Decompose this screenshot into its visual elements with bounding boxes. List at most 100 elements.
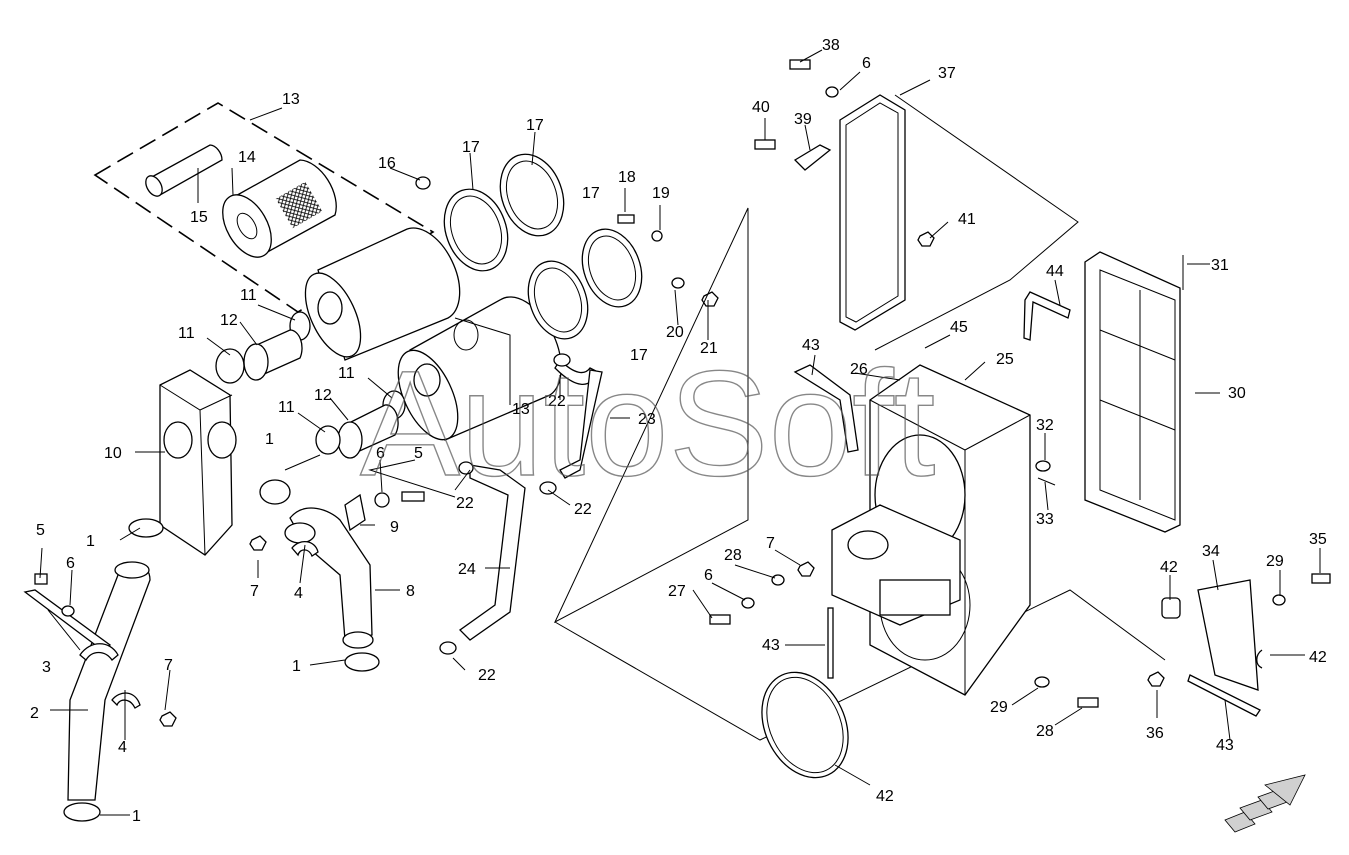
callout-30: 30 (1228, 385, 1246, 402)
bolt-5 (34, 573, 48, 585)
cover-34 (1197, 579, 1259, 691)
inner-filter-tube (145, 144, 223, 197)
watermark: AutoSoft (360, 339, 935, 507)
air-cleaner-housing-lower (397, 296, 562, 441)
bolt-5b (401, 491, 425, 502)
bolt-38 (789, 59, 811, 70)
callout-6: 6 (704, 567, 713, 584)
grommet-42 (1161, 597, 1181, 619)
callout-28: 28 (724, 547, 742, 564)
screen-frame-30 (1084, 251, 1184, 533)
callout-39: 39 (794, 111, 812, 128)
callout-38: 38 (822, 37, 840, 54)
callout-6: 6 (376, 445, 385, 462)
tube-43 (793, 364, 859, 453)
callout-37: 37 (938, 65, 956, 82)
callout-12: 12 (220, 312, 238, 329)
callout-25: 25 (996, 351, 1014, 368)
callout-21: 21 (700, 340, 718, 357)
nut-7b (249, 535, 267, 551)
callout-11: 11 (240, 287, 257, 304)
callout-7: 7 (164, 657, 173, 674)
callout-6: 6 (66, 555, 75, 572)
callout-43: 43 (1216, 737, 1234, 754)
bolt-27 (709, 614, 731, 625)
direction-arrow-icon (1224, 774, 1306, 833)
nut-7 (159, 711, 177, 727)
callout-5: 5 (36, 522, 45, 539)
callout-19: 19 (652, 185, 670, 202)
bolt-18 (617, 214, 635, 224)
bracket-9 (344, 493, 366, 532)
callout-12: 12 (314, 387, 332, 404)
callout-29: 29 (990, 699, 1008, 716)
callout-17: 17 (630, 347, 648, 364)
bracket-3 (23, 573, 177, 727)
washer-19 (651, 230, 663, 242)
callout-27: 27 (668, 583, 686, 600)
fan-shroud-25 (831, 364, 1031, 696)
washer-6d (741, 597, 755, 609)
bolt-28b (1077, 697, 1099, 708)
callout-17: 17 (582, 185, 600, 202)
callout-45: 45 (950, 319, 968, 336)
strip-43b (827, 607, 834, 679)
bolt-35 (1311, 573, 1331, 584)
hose-connectors (215, 311, 406, 459)
assembly-outline-bottom (554, 589, 1166, 741)
callout-11: 11 (338, 365, 355, 382)
callout-1: 1 (132, 808, 141, 825)
callout-labels: 13 14 15 16 17 17 17 17 18 19 20 21 11 1… (30, 37, 1327, 825)
washer-6b (374, 492, 390, 508)
nut-36 (1147, 671, 1165, 687)
callout-22: 22 (478, 667, 496, 684)
intake-housing-10 (159, 369, 291, 556)
nut-41 (917, 231, 935, 247)
callout-42: 42 (1160, 559, 1178, 576)
callout-1: 1 (86, 533, 95, 550)
washer-6c (825, 86, 839, 98)
elbow-pipe-8 (249, 491, 425, 672)
callout-29: 29 (1266, 553, 1284, 570)
tube-44 (1023, 291, 1071, 341)
strip-43c (1187, 674, 1261, 717)
callout-20: 20 (666, 324, 684, 341)
ring-42 (761, 671, 849, 779)
callout-44: 44 (1046, 263, 1064, 280)
leader-lines (39, 49, 1321, 816)
callout-40: 40 (752, 99, 770, 116)
misc-right-parts (709, 291, 1331, 779)
callout-43: 43 (802, 337, 820, 354)
callout-5: 5 (414, 445, 423, 462)
callout-32: 32 (1036, 417, 1054, 434)
callout-17: 17 (462, 139, 480, 156)
washer-20 (671, 277, 685, 289)
washer-6 (61, 605, 75, 617)
callout-17: 17 (526, 117, 544, 134)
callout-33: 33 (1036, 511, 1054, 528)
callout-10: 10 (104, 445, 122, 462)
callout-11: 11 (178, 325, 195, 342)
nut-7c (797, 561, 815, 577)
callout-15: 15 (190, 209, 208, 226)
assembly-outline-top (874, 94, 1079, 351)
callout-24: 24 (458, 561, 476, 578)
callout-34: 34 (1202, 543, 1220, 560)
callout-26: 26 (850, 361, 868, 378)
intake-pipe-2 (63, 518, 164, 822)
callout-22: 22 (456, 495, 474, 512)
callout-9: 9 (390, 519, 399, 536)
callout-11: 11 (278, 399, 295, 416)
callout-6: 6 (862, 55, 871, 72)
callout-14: 14 (238, 149, 256, 166)
latch-39 (793, 144, 832, 171)
washer-29b (1034, 676, 1050, 688)
callout-42: 42 (1309, 649, 1327, 666)
assembly-outline-left (553, 207, 749, 624)
bolt-40 (754, 139, 776, 150)
callout-23: 23 (638, 411, 656, 428)
callout-2: 2 (30, 705, 39, 722)
callout-22: 22 (548, 393, 566, 410)
callout-1: 1 (292, 658, 301, 675)
